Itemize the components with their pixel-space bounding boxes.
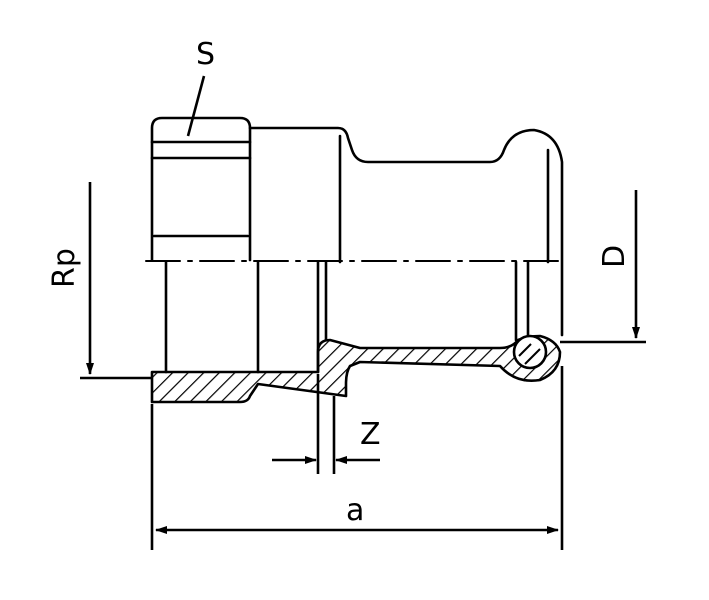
hex-nut-outline	[150, 116, 252, 262]
o-ring-hatch-a	[518, 343, 532, 357]
label-rp: Rp	[47, 248, 82, 288]
label-a: a	[346, 493, 364, 528]
wall-section-hatched	[150, 334, 562, 404]
o-ring-hatch-b	[524, 348, 541, 365]
s-leader-line	[186, 75, 206, 137]
o-ring	[512, 334, 548, 370]
collar-outline	[248, 126, 564, 337]
label-z: Z	[360, 417, 381, 452]
label-d: D	[597, 245, 632, 268]
label-s: S	[196, 37, 215, 72]
